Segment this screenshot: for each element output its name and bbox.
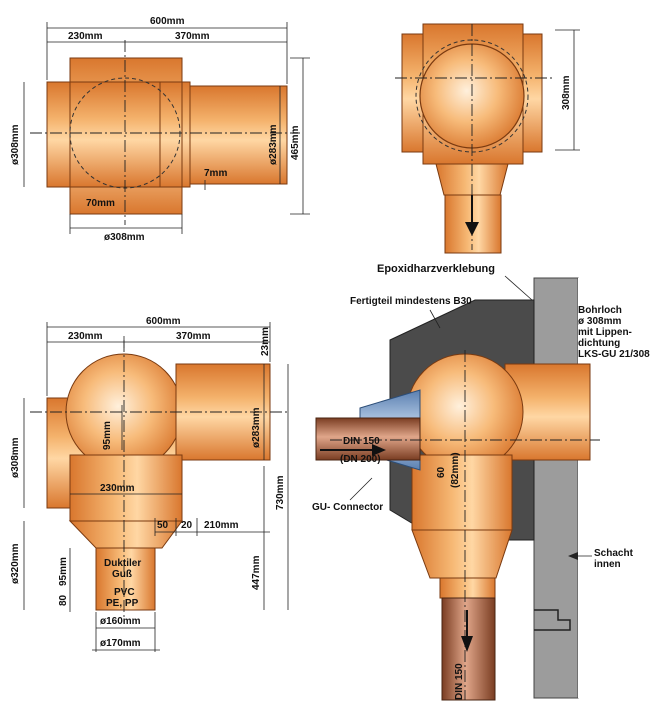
bl-top-23: 23mm bbox=[260, 327, 271, 356]
tl-offset-70: 70mm bbox=[86, 198, 115, 209]
bl-material-3: PVC bbox=[114, 587, 135, 598]
bl-width-left: 230mm bbox=[68, 331, 103, 342]
br-din-1: DIN 150 bbox=[343, 436, 380, 447]
tl-width-left: 230mm bbox=[68, 31, 103, 42]
bl-w-230: 230mm bbox=[100, 483, 135, 494]
br-din-down: DIN 150 bbox=[454, 663, 465, 700]
br-bore-1: Bohrloch bbox=[578, 305, 622, 316]
tl-width-right: 370mm bbox=[175, 31, 210, 42]
bl-dia-320: ø320mm bbox=[10, 543, 21, 584]
view-bottom-left: 600mm 230mm 370mm 23mm ø308mm ø320mm ø28… bbox=[10, 316, 290, 652]
bl-dia-170: ø170mm bbox=[100, 638, 141, 649]
bl-h-447: 447mm bbox=[251, 555, 262, 590]
bl-d-20: 20 bbox=[181, 520, 193, 531]
br-shaft-1: Schacht bbox=[594, 548, 634, 559]
br-down-pipe bbox=[441, 597, 496, 701]
bl-dia-right: ø283mm bbox=[251, 407, 262, 448]
bl-outlet bbox=[95, 547, 156, 611]
br-neck bbox=[411, 454, 513, 531]
tl-width-total: 600mm bbox=[150, 16, 185, 27]
br-inflow-arrow-icon bbox=[372, 444, 386, 456]
bl-dia-left: ø308mm bbox=[10, 437, 21, 478]
bl-total-730: 730mm bbox=[275, 475, 286, 510]
tr-height-308: 308mm bbox=[561, 75, 572, 110]
br-bore-2: ø 308mm bbox=[578, 316, 621, 327]
br-precast-label: Fertigteil mindestens B30 bbox=[350, 296, 472, 307]
br-bore-3: mit Lippen- bbox=[578, 327, 632, 338]
br-bore-4: dichtung bbox=[578, 338, 620, 349]
bl-width-total: 600mm bbox=[146, 316, 181, 327]
br-inlet-pipe bbox=[315, 417, 421, 461]
bl-reducer bbox=[68, 520, 183, 549]
br-outflow-arrow-icon bbox=[461, 636, 473, 652]
view-top-right: 308mm bbox=[395, 23, 580, 254]
view-top-left: 600mm 230mm 370mm ø308mm ø283mm 465mm 7m… bbox=[10, 16, 310, 243]
tl-right-pipe bbox=[181, 85, 288, 185]
br-bore-5: LKS-GU 21/308 bbox=[578, 349, 650, 360]
bl-d-80: 80 bbox=[58, 594, 69, 606]
bl-dia-160: ø160mm bbox=[100, 616, 141, 627]
tl-dia-left: ø308mm bbox=[10, 124, 21, 165]
tr-flow-arrow-icon bbox=[465, 222, 479, 236]
br-d82: (82mm) bbox=[450, 452, 461, 488]
br-din-2: (DN 200) bbox=[340, 454, 381, 465]
bl-d-50: 50 bbox=[157, 520, 169, 531]
tl-dia-bottom: ø308mm bbox=[104, 232, 145, 243]
bl-material-2: Guß bbox=[112, 569, 132, 580]
tl-left-pipe bbox=[46, 81, 183, 188]
br-connector-label: GU- Connector bbox=[312, 502, 383, 513]
br-shaft-2: innen bbox=[594, 559, 621, 570]
br-outlet bbox=[439, 577, 496, 599]
bl-h-95: 95mm bbox=[102, 421, 113, 450]
tl-flange bbox=[181, 81, 191, 188]
bl-width-right: 370mm bbox=[176, 331, 211, 342]
bl-material-1: Duktiler bbox=[104, 558, 141, 569]
tl-wall-7: 7mm bbox=[204, 168, 227, 179]
bl-d-95: 95mm bbox=[58, 557, 69, 586]
br-reducer bbox=[411, 529, 513, 579]
bl-material-4: PE, PP bbox=[106, 598, 139, 609]
br-d60: 60 bbox=[436, 466, 447, 478]
br-epoxy-label: Epoxidharzverklebung bbox=[377, 263, 495, 275]
tl-dia-right: ø283mm bbox=[268, 124, 279, 165]
view-bottom-right: Epoxidharzverklebung Fertigteil mindeste… bbox=[312, 263, 650, 701]
tl-height-total: 465mm bbox=[290, 125, 301, 160]
br-shaft-wall bbox=[533, 277, 579, 699]
bl-d-210: 210mm bbox=[204, 520, 239, 531]
